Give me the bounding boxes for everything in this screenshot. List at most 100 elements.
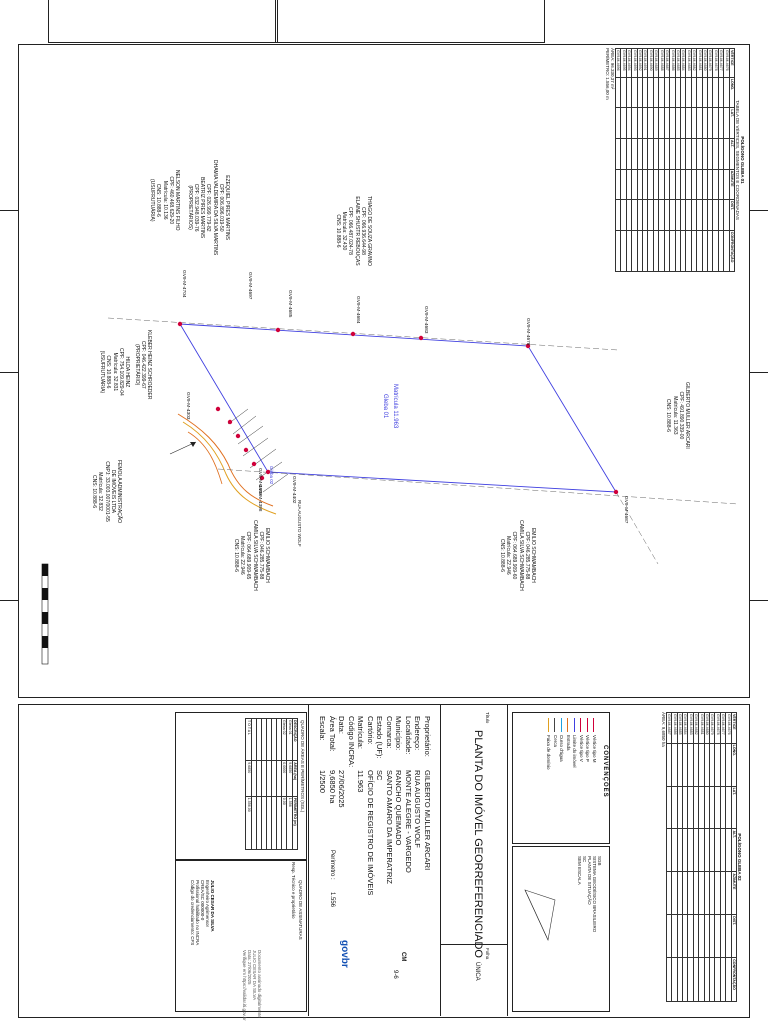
neighbor-line: (PROPRIETÁRIOS)	[186, 185, 193, 230]
empty-cell	[720, 914, 726, 958]
empty-cell	[714, 786, 721, 829]
info-label: Código INCRA:	[347, 716, 356, 768]
area-value: 0,0000	[281, 760, 287, 797]
vertex-cell: GV9-M-4684	[682, 712, 688, 744]
empty-cell	[709, 914, 715, 958]
vertex-label: GV9-M-4402	[291, 476, 296, 504]
convention-label: Vértice tipo M	[592, 735, 597, 763]
convention-label: Vértice tipo P	[585, 735, 591, 762]
empty-cell	[725, 871, 732, 915]
convention-row: Limite do imóvel	[571, 718, 578, 770]
convention-swatch	[593, 718, 595, 732]
info-value: OFÍCIO DE REGISTRO DE IMÓVEIS	[366, 770, 375, 896]
location-sketch	[524, 889, 556, 941]
convention-label: Limite do imóvel	[572, 735, 578, 768]
tech-line-4: Código do credenciamento: CFS	[190, 880, 195, 946]
arrow-head	[190, 442, 196, 447]
neighbor-line: DE IMÓVEIS LTDA	[109, 470, 116, 514]
vertex-label: GV9-M-4678	[525, 318, 530, 346]
neighbor-line: Matrícula: 32.831	[111, 352, 118, 392]
sheet-divider	[441, 944, 507, 945]
neighbor-line: Matrícula: 10.136	[161, 180, 168, 220]
empty-cell	[698, 828, 705, 872]
empty-cell	[704, 871, 710, 915]
small-header: VÉRTICE	[731, 712, 737, 744]
empty-cell	[256, 796, 262, 850]
info-label: Área Total:	[328, 716, 337, 752]
info-value: SANTO AMARO DA IMPERATRIZ	[385, 770, 394, 884]
empty-cell	[698, 914, 705, 958]
info-value: SC	[375, 770, 385, 781]
empty-cell	[725, 957, 732, 1002]
vertex-marker	[525, 343, 531, 349]
vertex-cell: GV9-M-4682	[693, 712, 699, 744]
info-value: 11.963	[356, 770, 366, 793]
table-row	[276, 718, 282, 850]
neighbor-line: EMILIO SCHWAMBACH	[530, 527, 536, 583]
empty-cell	[682, 743, 688, 787]
road-curve-3	[187, 431, 223, 485]
empty-cell	[677, 786, 683, 829]
empty-cell	[725, 914, 732, 958]
vertex-label: GV9-M-4683	[423, 306, 428, 334]
empty-cell	[666, 914, 672, 958]
property-boundary	[179, 323, 617, 493]
info-label: Endereço:	[413, 716, 423, 751]
info-value: 1/2500	[318, 770, 328, 793]
info-value: RUA AUGUSTO WOLF	[413, 770, 423, 848]
header-box-1	[48, 0, 278, 43]
table-row: GV9-M-4678	[714, 712, 721, 1002]
empty-cell	[682, 871, 688, 915]
info-label: Proprietário:	[423, 716, 432, 757]
vertex-marker	[215, 406, 221, 412]
neighbor-line: CPF: 460.468.629-20	[167, 176, 174, 225]
convention-row: Faixa de domínio	[545, 718, 552, 770]
neighbor-line: CNS: 10.888-6	[232, 538, 239, 572]
neighbor-line: CNS: 10.888-6	[665, 398, 672, 432]
small-area: ÁREA: 9,6850 ha	[660, 712, 666, 747]
technician-block: JULIO CESAR DA SILVA Engenheiro Agrimens…	[190, 880, 215, 945]
empty-cell	[266, 718, 272, 761]
table-row	[251, 718, 257, 850]
empty-cell	[682, 957, 688, 1002]
zone-value: 9-6	[392, 970, 398, 979]
vertex-label: GV9-M-4697	[247, 272, 252, 300]
empty-cell	[271, 796, 277, 850]
vertex-markers	[177, 321, 619, 495]
empty-cell	[687, 828, 694, 872]
info-row: Cartório:OFÍCIO DE REGISTRO DE IMÓVEIS	[366, 716, 375, 896]
neighbor-line: EMILIO SCHWAMBACH	[264, 527, 270, 583]
empty-cell	[687, 786, 694, 829]
location-line: SGB	[597, 856, 602, 866]
table-row	[256, 718, 262, 850]
info-row: Endereço: RUA AUGUSTO WOLF	[413, 716, 423, 895]
vertex-cell: GV9-M-4687	[666, 712, 672, 744]
matricula-label: Matrícula 11.963	[392, 384, 398, 429]
location-box	[512, 846, 610, 1012]
info-label: Escala:	[318, 716, 328, 741]
signature-note: Resp. Técnico e proprietário	[291, 862, 296, 919]
empty-cell	[698, 957, 705, 1002]
empty-cell	[256, 718, 262, 761]
tick-right-3	[750, 600, 768, 601]
empty-cell	[709, 828, 715, 872]
convention-swatch	[547, 718, 549, 732]
info-row: Código INCRA:	[347, 716, 356, 895]
table-row: GV9-M-4680	[704, 712, 710, 1002]
empty-cell	[687, 914, 694, 958]
vertex-label: GV9-M-4687	[623, 496, 628, 524]
empty-cell	[693, 743, 699, 787]
info-label: Comarca:	[385, 716, 394, 749]
info-label: Localidade:	[404, 716, 413, 755]
vertex-marker	[265, 469, 271, 475]
property-map	[41, 317, 739, 665]
